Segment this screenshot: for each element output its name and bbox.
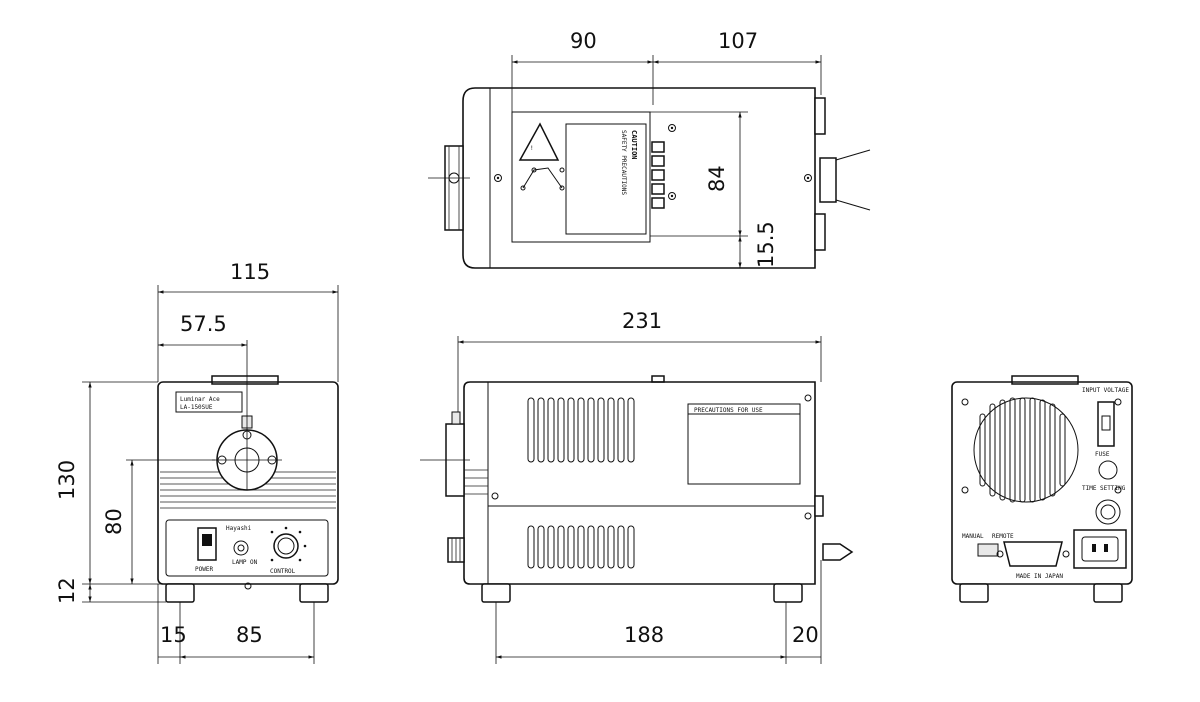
dim-side-length: 231: [622, 309, 662, 333]
dim-front-lens: 80: [102, 508, 126, 535]
dim-top-left: 90: [570, 29, 597, 53]
side-foot-right: [773, 583, 803, 603]
rear-origin-label: MADE IN JAPAN: [1016, 573, 1063, 580]
top-view-dimensions: 90 107 84 15.5: [511, 29, 822, 269]
dim-front-half: 57.5: [180, 312, 227, 336]
dim-top-height: 84: [705, 165, 729, 192]
caution-triangle-mark: !: [530, 145, 534, 152]
side-vents-lower: [527, 525, 635, 569]
front-louvres: [160, 471, 336, 509]
rear-voltage-label: INPUT VOLTAGE: [1082, 387, 1129, 394]
side-view-dimensions: 231 188 20: [457, 309, 822, 664]
front-foot-right: [299, 583, 329, 603]
lamp-label: LAMP ON: [232, 559, 258, 566]
front-badge-line2: LA-150SUE: [180, 404, 213, 411]
side-view: PRECAUTIONS FOR USE: [420, 375, 854, 603]
manual-remote-switch[interactable]: [977, 543, 999, 557]
fuse-holder[interactable]: [1098, 460, 1118, 480]
timer-knob[interactable]: [1095, 499, 1121, 525]
dim-top-offset: 15.5: [754, 221, 778, 268]
dim-front-height: 130: [55, 460, 79, 500]
rear-remote-label: REMOTE: [992, 533, 1014, 540]
dim-top-right: 107: [718, 29, 758, 53]
front-badge-line1: Luminar Ace: [180, 396, 220, 403]
rear-foot-left: [959, 583, 989, 603]
side-vents-upper: [527, 397, 635, 463]
lamp-indicator: [233, 540, 249, 556]
power-label: POWER: [195, 566, 213, 573]
ac-inlet[interactable]: [1073, 529, 1127, 569]
brand-mark: Hayashi: [226, 525, 252, 532]
rear-foot-right: [1093, 583, 1123, 603]
rear-timer-label: TIME SETTING: [1082, 485, 1126, 492]
dim-front-foot-spacing: 85: [236, 623, 263, 647]
rear-fuse-label: FUSE: [1095, 451, 1110, 458]
top-view: ! CAUTION SAFETY PRECAUTIONS: [428, 87, 871, 269]
dim-front-foot-offset: 15: [160, 623, 187, 647]
rear-manual-label: MANUAL: [962, 533, 984, 540]
dim-side-rear-offset: 20: [792, 623, 819, 647]
precautions-plate: PRECAUTIONS FOR USE: [694, 407, 763, 414]
caution-subtitle: SAFETY PRECAUTIONS: [620, 130, 627, 195]
caution-title: CAUTION: [630, 130, 638, 160]
dim-front-foot: 12: [55, 577, 79, 604]
control-label: CONTROL: [270, 568, 296, 575]
fan-slots: [979, 397, 1066, 503]
front-view: Luminar Ace LA-150SUE POWER LAMP ON Haya…: [157, 340, 339, 603]
remote-connector: [1003, 541, 1063, 567]
fan-grille: [973, 397, 1079, 503]
front-foot-left: [165, 583, 195, 603]
side-foot-left: [481, 583, 511, 603]
dim-front-width: 115: [230, 260, 270, 284]
front-view-dimensions: 115 57.5 130 80 12 15 85: [55, 260, 339, 664]
rear-view: INPUT VOLTAGE FUSE TIME SETTING MANUAL R…: [951, 375, 1133, 603]
voltage-selector[interactable]: [1097, 401, 1115, 447]
dim-side-foot-spacing: 188: [624, 623, 664, 647]
